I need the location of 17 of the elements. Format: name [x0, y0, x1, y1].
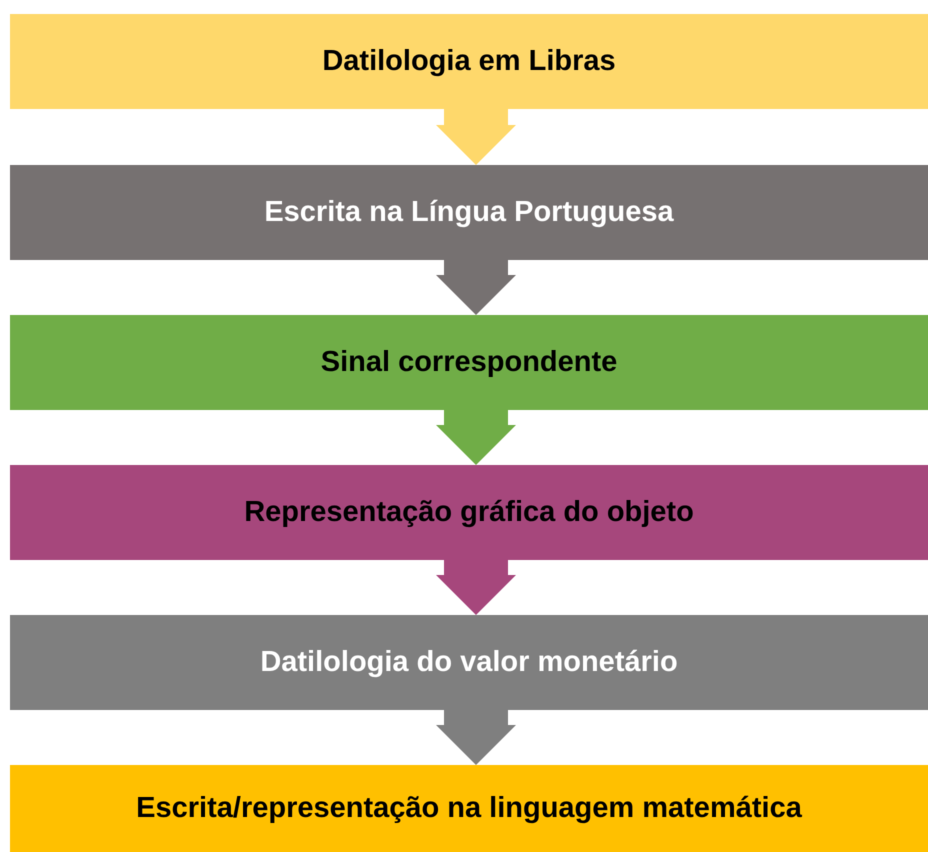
arrow — [436, 109, 516, 165]
box-label: Representação gráfica do objeto — [244, 496, 694, 529]
arrow — [436, 710, 516, 765]
box-label: Escrita/representação na linguagem matemática — [136, 792, 802, 825]
process-box — [10, 315, 928, 410]
process-box — [10, 14, 928, 109]
box-label: Sinal correspondente — [320, 346, 618, 379]
process-box — [10, 615, 928, 710]
process-box — [10, 765, 928, 852]
arrow — [436, 560, 516, 615]
arrow — [436, 410, 516, 465]
box-label: Datilologia em Libras — [322, 45, 616, 78]
process-box — [10, 465, 928, 560]
process-box — [10, 165, 928, 260]
box-label: Datilologia do valor monetário — [260, 646, 678, 679]
arrow — [436, 260, 516, 315]
box-label: Escrita na Língua Portuguesa — [264, 196, 674, 229]
